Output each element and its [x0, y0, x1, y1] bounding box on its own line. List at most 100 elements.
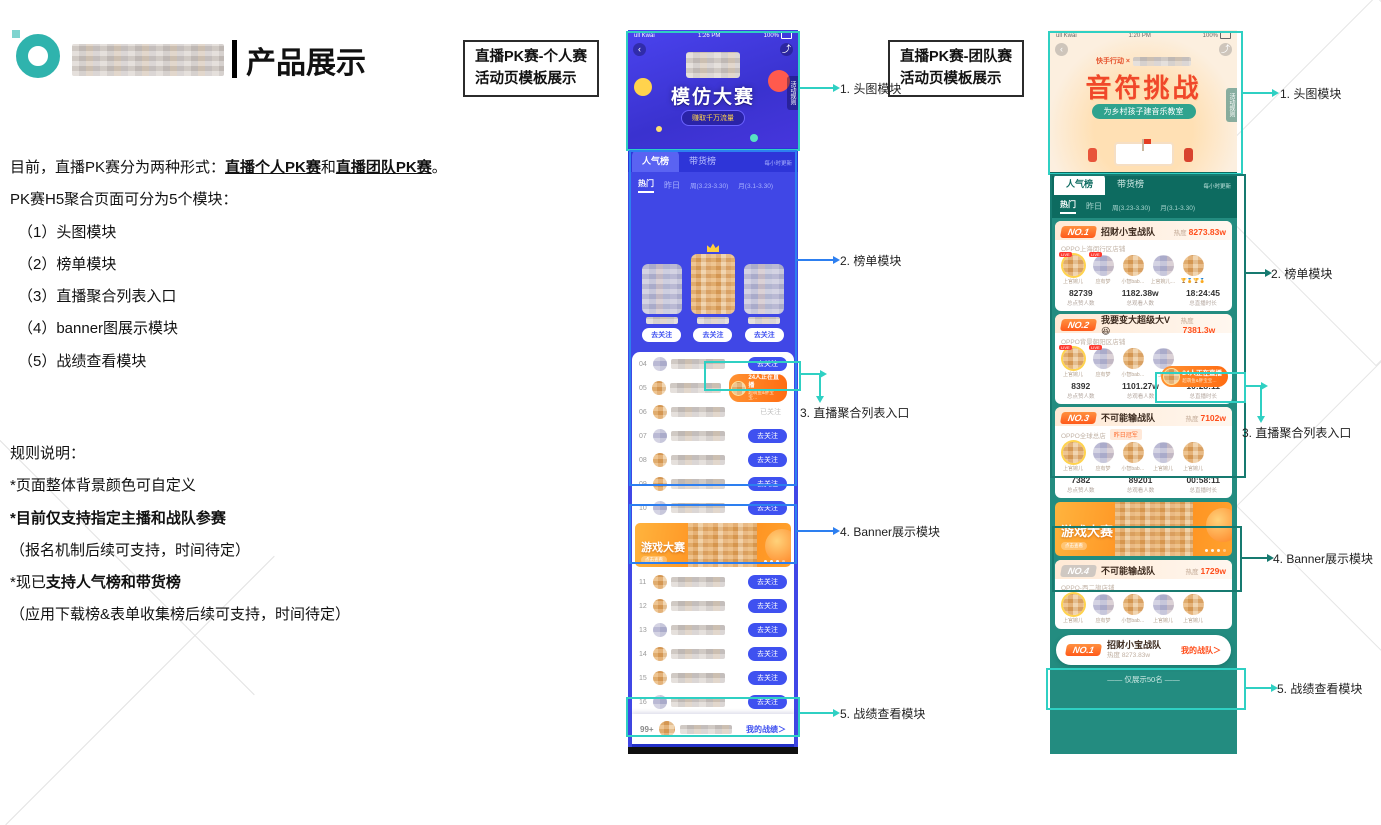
bold-team-pk: 直播团队PK赛	[335, 159, 432, 176]
share-icon[interactable]: ⤴	[1219, 43, 1232, 57]
member-name: 🏆🏅🏆🏅	[1180, 278, 1206, 284]
banner-module[interactable]: 游戏大赛 点击查看	[632, 520, 794, 570]
team-member[interactable]: 应有梦	[1091, 442, 1115, 472]
module-list-item: （2）榜单模块	[18, 255, 117, 273]
my-team-name: 招财小宝战队	[1107, 639, 1162, 650]
rank-number: 15	[639, 674, 647, 682]
tab-popularity[interactable]: 人气榜	[1054, 173, 1106, 195]
subtab-yesterday[interactable]: 昨日	[1086, 202, 1102, 211]
team-member[interactable]: 上官婉儿	[1181, 442, 1205, 472]
team-member[interactable]: 上官婉儿	[1061, 442, 1085, 472]
follow-button[interactable]: 去关注	[693, 328, 733, 342]
annotation-arrow	[798, 709, 840, 717]
follow-button[interactable]: 去关注	[748, 599, 787, 613]
banner-tag: 点击查看	[641, 556, 667, 564]
template-label-individual: 直播PK赛-个人赛活动页模板展示	[463, 40, 599, 97]
tab-goods[interactable]: 带货榜	[1117, 179, 1145, 189]
rank-number: 06	[639, 408, 647, 416]
live-entry-badge[interactable]: 24人正在直播超萌鱼&胖宝宝…	[1161, 366, 1228, 387]
intro-text-block: 目前，直播PK赛分为两种形式：直播个人PK赛和直播团队PK赛。 PK赛H5聚合页…	[10, 152, 470, 378]
event-logo-censored	[686, 52, 740, 78]
banner-decoration	[765, 529, 791, 563]
follow-button[interactable]: 去关注	[744, 328, 784, 342]
subtab-hot[interactable]: 热门	[638, 178, 654, 193]
team-member[interactable]: 上官婉儿	[1061, 594, 1085, 624]
ranking-row: 06 已关注	[632, 400, 794, 424]
team-member[interactable]: 小智bab…	[1121, 594, 1145, 624]
back-icon[interactable]: ‹	[633, 43, 646, 57]
follow-button[interactable]: 去关注	[748, 429, 787, 443]
banner-title: 游戏大赛	[1061, 524, 1114, 539]
status-bar: ull Kwai 1:20 PM 100%	[1050, 30, 1237, 41]
bold-individual-pk: 直播个人PK赛	[225, 159, 321, 176]
subtab-month[interactable]: 月(3.1-3.30)	[738, 183, 773, 190]
share-icon[interactable]: ⤴	[780, 43, 793, 57]
subtab-week[interactable]: 周(3.23-3.30)	[1112, 204, 1151, 212]
team-member[interactable]: 上官婉儿	[1181, 594, 1205, 624]
list-footer-notes: 卡片排名已满足50？ —— 仅展示50名 —— 卡片排名不满足50？ —— 已到…	[628, 747, 798, 754]
team-shop: OPPO上海闵行区店铺	[1061, 246, 1126, 253]
status-bar: ull Kwai 1:26 PM 100%	[628, 30, 798, 41]
team-member[interactable]: 应有梦	[1091, 594, 1115, 624]
banner-module[interactable]: 游戏大赛 点击查看	[1055, 502, 1232, 556]
annotation-label: 5. 战绩查看模块	[840, 707, 926, 721]
hero-illustration-flag	[1141, 139, 1151, 151]
team-member[interactable]: 小智bab…	[1121, 255, 1145, 285]
team-member[interactable]: 🏆🏅🏆🏅	[1181, 255, 1205, 285]
followed-label[interactable]: 已关注	[760, 409, 781, 416]
stat-value: 82739	[1068, 288, 1093, 298]
row-name-censored	[671, 431, 725, 441]
module-list-item: （4）banner图展示模块	[18, 320, 179, 338]
follow-button[interactable]: 去关注	[748, 671, 787, 685]
activity-rules-tag[interactable]: 活动规则	[1226, 88, 1237, 122]
member-avatar-censored	[1182, 594, 1204, 615]
event-title: 模仿大赛	[670, 87, 755, 108]
my-rank: 99+	[640, 724, 654, 734]
phone-mockup-individual: ull Kwai 1:26 PM 100% ‹ ⤴ 模仿大赛 赚取千万流量 活动…	[628, 30, 798, 754]
crown-icon	[706, 243, 719, 252]
team-member[interactable]: 上官婉儿	[1151, 442, 1175, 472]
team-member[interactable]: 小智bab…	[1121, 348, 1145, 378]
ranking-subtab-bar: 热门 昨日 周(3.23-3.30) 月(3.1-3.30)	[1050, 195, 1237, 218]
follow-button[interactable]: 去关注	[748, 477, 787, 491]
row-avatar-censored	[653, 501, 667, 515]
follow-button[interactable]: 去关注	[748, 647, 787, 661]
company-logo-icon	[12, 30, 60, 78]
banner-censored-block	[688, 523, 757, 567]
my-record-link[interactable]: 我的战绩＞	[746, 724, 786, 734]
follow-button[interactable]: 去关注	[748, 695, 787, 709]
subtab-month[interactable]: 月(3.1-3.30)	[1160, 204, 1195, 212]
tab-popularity[interactable]: 人气榜	[632, 150, 680, 172]
member-name: 上官婉儿	[1152, 466, 1173, 472]
subtab-week[interactable]: 周(3.23-3.30)	[690, 183, 729, 190]
my-team-link[interactable]: 我的战队＞	[1181, 645, 1221, 655]
team-member[interactable]: 小智bab…	[1121, 442, 1145, 472]
follow-button[interactable]: 去关注	[748, 575, 787, 589]
follow-button[interactable]: 去关注	[748, 501, 787, 515]
event-ribbon: 为乡村孩子建音乐教室	[1091, 104, 1196, 119]
follow-button[interactable]: 去关注	[748, 357, 787, 371]
hero-decoration-spark	[656, 126, 662, 132]
battery-icon	[1220, 32, 1231, 39]
rank-number: 04	[639, 360, 647, 368]
team-shop: OPPO-西二旗店铺	[1061, 585, 1115, 592]
annotation-arrow	[799, 370, 827, 378]
follow-button[interactable]: 去关注	[748, 453, 787, 467]
back-icon[interactable]: ‹	[1055, 43, 1068, 57]
subtab-hot[interactable]: 热门	[1060, 199, 1076, 214]
follow-button[interactable]: 去关注	[642, 328, 682, 342]
team-member[interactable]: 上官婉儿…	[1151, 255, 1176, 285]
subtab-yesterday[interactable]: 昨日	[664, 180, 680, 190]
activity-rules-tag[interactable]: 活动规则	[787, 76, 798, 110]
event-title: 音符挑战	[1085, 73, 1202, 103]
live-entry-badge[interactable]: 24人正在直播超萌鱼&胖宝宝…	[729, 374, 788, 402]
follow-button[interactable]: 去关注	[748, 623, 787, 637]
team-member[interactable]: 上官婉儿	[1151, 594, 1175, 624]
tab-goods[interactable]: 带货榜	[689, 156, 717, 166]
